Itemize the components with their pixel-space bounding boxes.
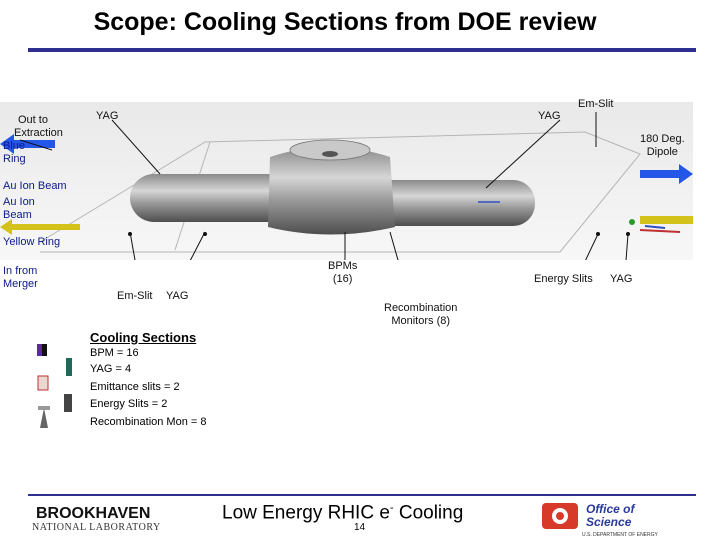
label-yag-top-left: YAG bbox=[96, 110, 119, 122]
label-yellow-ring: Yellow Ring bbox=[3, 236, 61, 248]
label-180-deg-dipole: 180 Deg. Dipole bbox=[640, 133, 685, 158]
central-chamber bbox=[268, 147, 395, 235]
svg-text:BROOKHAVEN: BROOKHAVEN bbox=[36, 505, 150, 522]
label-em-slit-bottom: Em-Slit bbox=[117, 290, 153, 302]
emittance-slit-icon bbox=[37, 375, 49, 391]
svg-text:Science: Science bbox=[586, 515, 632, 529]
label-in-from-merger: In from Merger bbox=[3, 265, 38, 290]
label-recombination-monitors: Recombination Monitors (8) bbox=[384, 302, 458, 327]
cooling-sections-heading: Cooling Sections bbox=[90, 330, 197, 345]
footer-title: Low Energy RHIC e- Cooling bbox=[222, 502, 464, 524]
component-icons bbox=[37, 344, 72, 428]
svg-text:NATIONAL LABORATORY: NATIONAL LABORATORY bbox=[32, 522, 161, 533]
label-au-ion-beam-top: Au Ion Beam bbox=[3, 180, 67, 192]
cooling-section-diagram bbox=[0, 102, 693, 260]
list-item: BPM = 16 bbox=[90, 347, 139, 359]
yag-icon bbox=[66, 358, 72, 376]
slide-title: Scope: Cooling Sections from DOE review bbox=[93, 8, 597, 36]
svg-text:U.S. DEPARTMENT OF ENERGY: U.S. DEPARTMENT OF ENERGY bbox=[582, 532, 659, 538]
brookhaven-logo: BROOKHAVEN NATIONAL LABORATORY bbox=[32, 505, 161, 533]
title-rule bbox=[28, 48, 696, 52]
dipole-icon bbox=[629, 219, 681, 233]
label-yag-top-right: YAG bbox=[538, 110, 561, 122]
list-item: Emittance slits = 2 bbox=[90, 381, 180, 393]
blue-left-arrow bbox=[0, 134, 55, 154]
label-yag-bottom-right: YAG bbox=[610, 273, 633, 285]
label-au-ion-beam: Au Ion Beam bbox=[3, 196, 35, 221]
label-em-slit-top: Em-Slit bbox=[578, 98, 614, 110]
yellow-left-arrow bbox=[0, 219, 80, 235]
blue-right-arrow bbox=[640, 164, 693, 184]
label-bpms: BPMs (16) bbox=[328, 260, 358, 285]
list-item: Recombination Mon = 8 bbox=[90, 416, 207, 428]
label-out-to-extraction: Out to Extraction bbox=[14, 114, 63, 139]
list-item: Energy Slits = 2 bbox=[90, 398, 168, 410]
energy-slit-icon bbox=[64, 394, 72, 412]
label-yag-bottom-left: YAG bbox=[166, 290, 189, 302]
page-number: 14 bbox=[354, 522, 366, 533]
wireframe-box bbox=[39, 131, 641, 253]
office-of-science-logo: Office of Science U.S. DEPARTMENT OF ENE… bbox=[542, 502, 659, 538]
recombination-monitor-icon bbox=[40, 408, 48, 428]
label-blue-ring: Blue Ring bbox=[3, 140, 26, 165]
list-item: YAG = 4 bbox=[90, 363, 132, 375]
footer-rule bbox=[28, 494, 696, 496]
yellow-right-arrow bbox=[640, 216, 693, 224]
svg-text:Office of: Office of bbox=[586, 502, 635, 516]
label-energy-slits: Energy Slits bbox=[534, 273, 593, 285]
